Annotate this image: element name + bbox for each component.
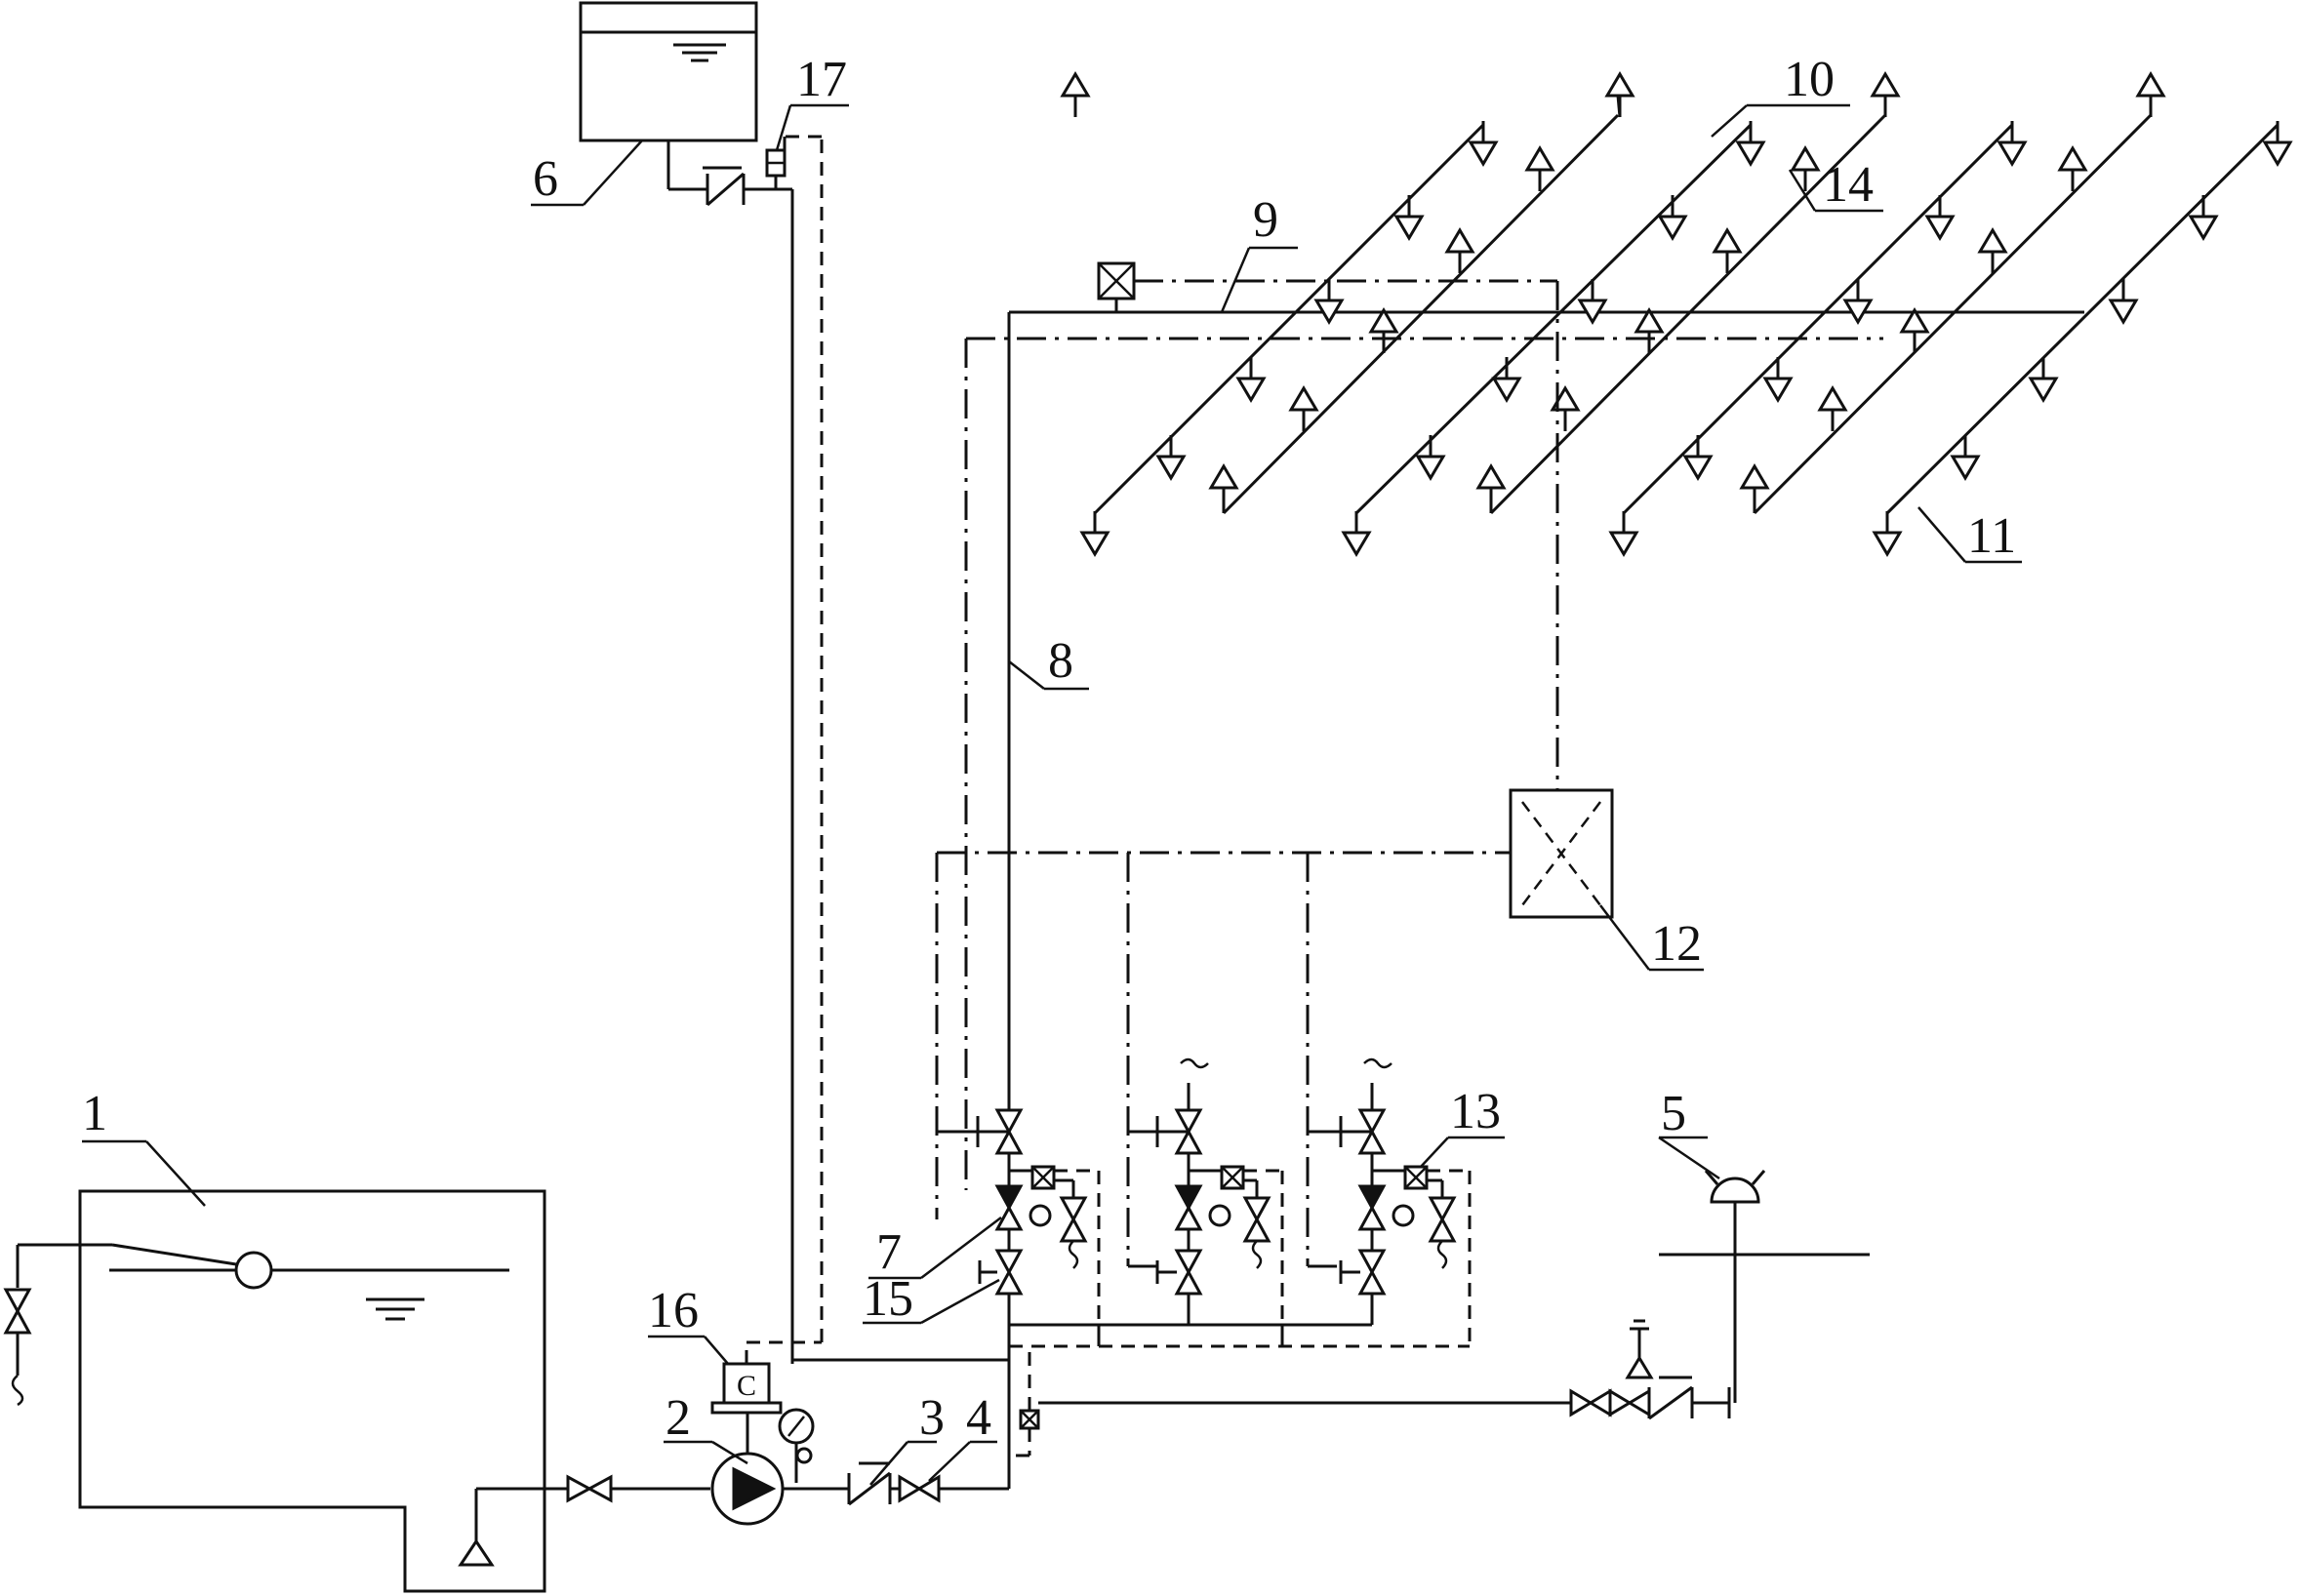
label-16: 16 bbox=[648, 1283, 699, 1338]
fire-pump bbox=[710, 1408, 849, 1526]
signal-line-pressure bbox=[746, 135, 824, 1344]
label-4: 4 bbox=[966, 1390, 991, 1446]
label-2: 2 bbox=[666, 1390, 691, 1446]
roof-water-tank bbox=[579, 1, 792, 207]
label-11: 11 bbox=[1967, 508, 2016, 564]
valve-manifold bbox=[1009, 1323, 1470, 1348]
detector-loop bbox=[964, 261, 1883, 1190]
label-14: 14 bbox=[1823, 157, 1874, 213]
label-9: 9 bbox=[1253, 192, 1278, 248]
label-1: 1 bbox=[82, 1086, 107, 1141]
label-7: 7 bbox=[876, 1224, 902, 1280]
valve-set-2 bbox=[1128, 1057, 1284, 1346]
valve-set-1 bbox=[937, 1108, 1101, 1346]
label-10: 10 bbox=[1784, 52, 1835, 107]
discharge-pipe bbox=[847, 1268, 1011, 1506]
water-storage-tank bbox=[78, 1189, 546, 1593]
gate-valve-icon bbox=[898, 1474, 941, 1503]
label-6: 6 bbox=[533, 151, 558, 207]
flow-switch bbox=[1009, 1346, 1040, 1457]
float-valve bbox=[3, 1243, 273, 1407]
label-5: 5 bbox=[1661, 1086, 1686, 1141]
label-13: 13 bbox=[1450, 1084, 1501, 1139]
label-12: 12 bbox=[1651, 916, 1702, 972]
alarm-control-panel bbox=[935, 788, 1614, 1266]
label-8: 8 bbox=[1048, 633, 1073, 689]
flow-switch-17 bbox=[765, 137, 787, 189]
fire-dept-connection bbox=[1038, 1170, 1870, 1420]
label-17: 17 bbox=[796, 52, 847, 107]
gate-valve-icon bbox=[566, 1474, 613, 1503]
sprinkler-heads bbox=[1061, 72, 2292, 556]
label-15: 15 bbox=[863, 1271, 913, 1327]
label-3: 3 bbox=[919, 1390, 945, 1446]
svg-text:C: C bbox=[737, 1370, 756, 1402]
pressure-switch: C bbox=[710, 1342, 783, 1415]
labels: 1 2 3 4 5 6 7 8 9 10 11 12 bbox=[82, 52, 2022, 1486]
valve-set-3 bbox=[1308, 1057, 1472, 1346]
riser-to-roof-tank bbox=[790, 189, 1009, 1364]
suction-pipe bbox=[458, 1474, 710, 1567]
branch-pipes bbox=[1093, 95, 2280, 533]
